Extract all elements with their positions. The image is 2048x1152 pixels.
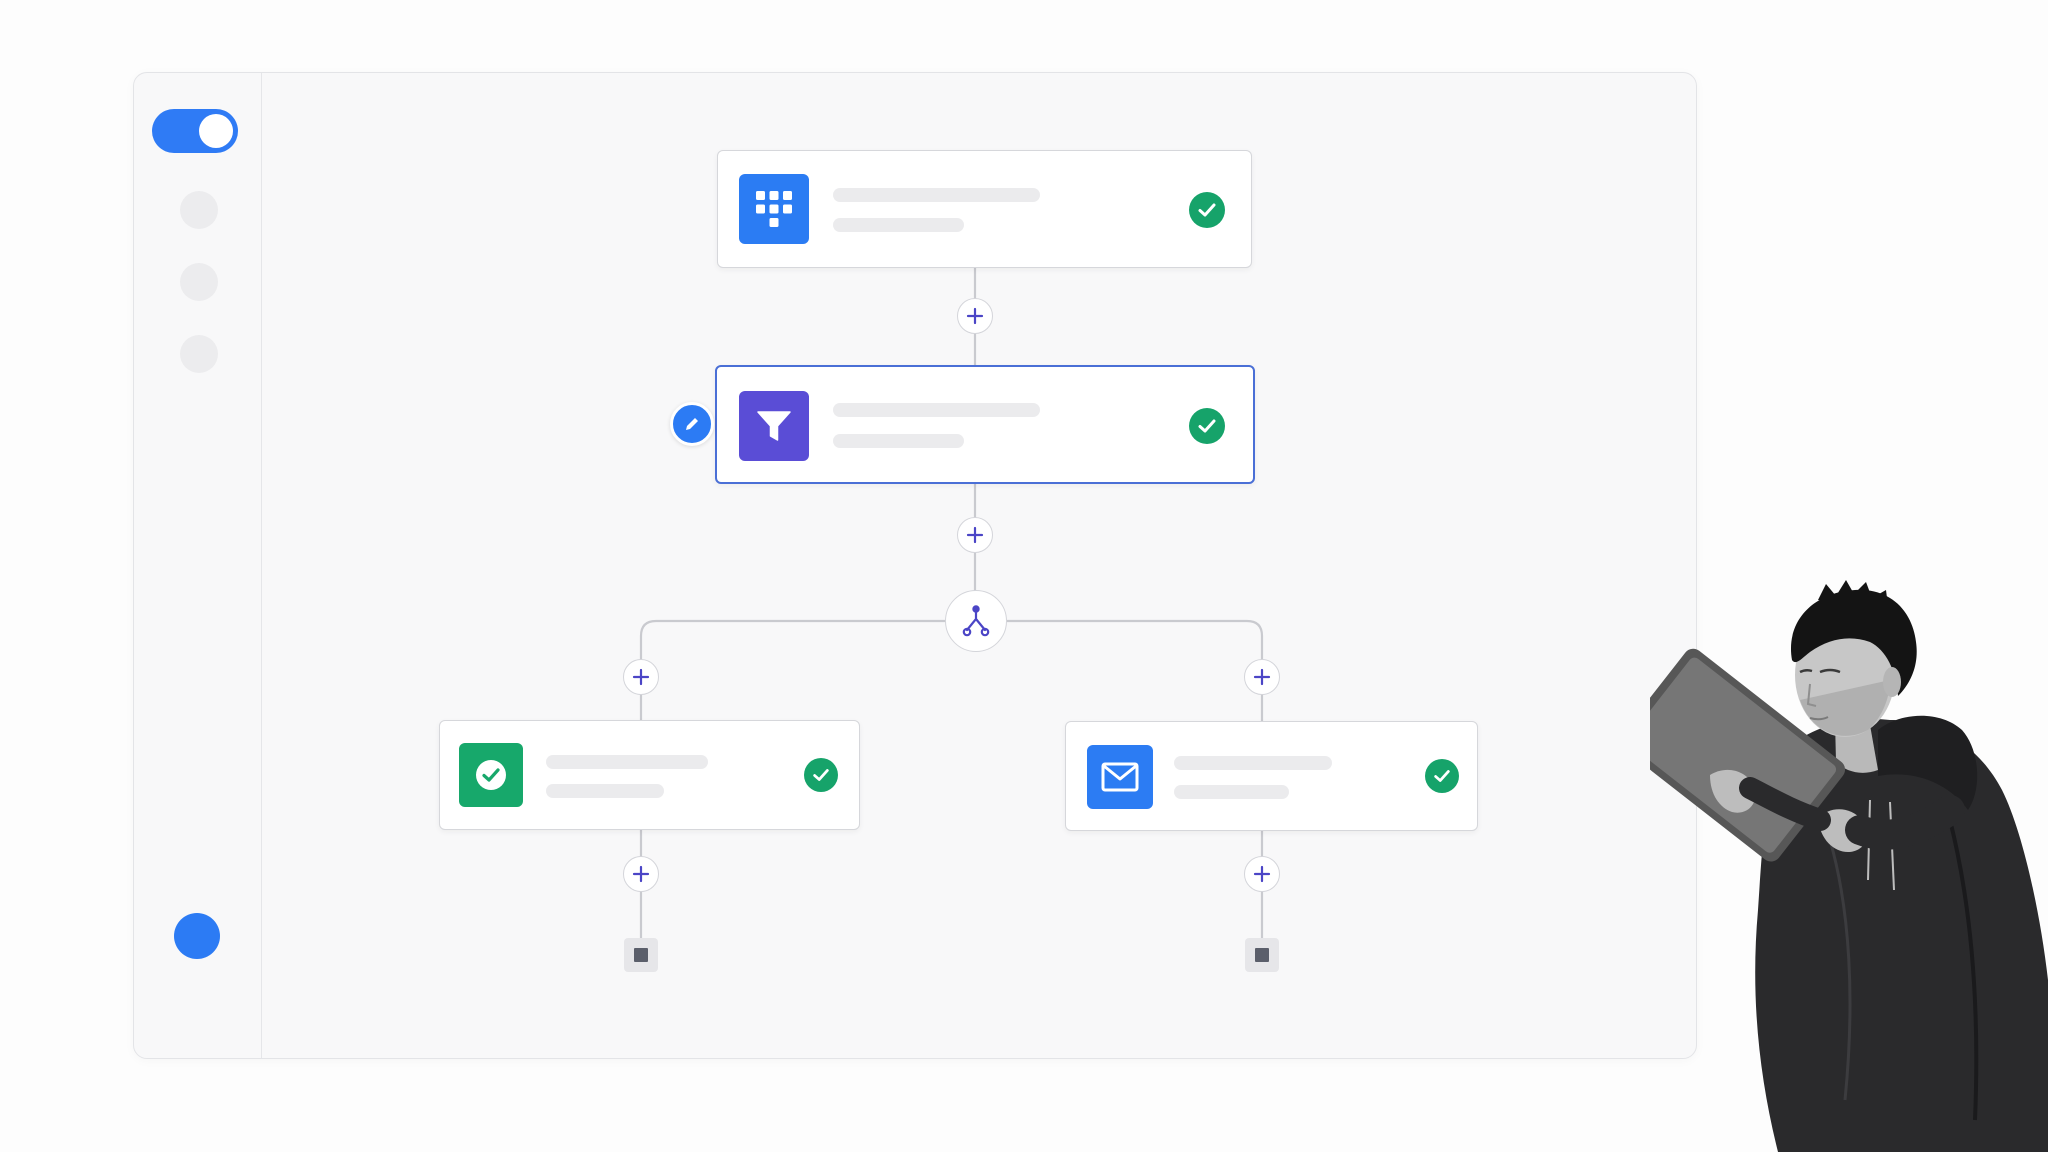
sidebar: [134, 73, 262, 1058]
person-with-tablet-illustration: [1650, 580, 2048, 1152]
toggle-knob: [199, 114, 233, 148]
plus-icon: [632, 865, 650, 883]
step-subtitle-placeholder: [546, 784, 664, 798]
avatar[interactable]: [174, 913, 220, 959]
check-circle-icon: [1189, 408, 1225, 444]
check-circle-icon: [804, 758, 838, 792]
workflow-step-email[interactable]: [1065, 721, 1478, 831]
pencil-icon: [686, 418, 698, 430]
workflow-step-approve[interactable]: [439, 720, 860, 830]
step-subtitle-placeholder: [833, 434, 964, 448]
step-subtitle-placeholder: [1174, 785, 1289, 799]
stop-icon: [634, 948, 648, 962]
step-title-placeholder: [833, 403, 1040, 417]
plus-icon: [1253, 668, 1271, 686]
funnel-icon: [739, 391, 809, 461]
add-step-button[interactable]: [957, 517, 993, 553]
plus-icon: [632, 668, 650, 686]
add-step-button-right-end[interactable]: [1244, 856, 1280, 892]
workflow-step-filter[interactable]: [715, 365, 1255, 484]
step-title-placeholder: [833, 188, 1040, 202]
branch-split-icon: [962, 605, 990, 637]
mail-icon: [1087, 745, 1153, 809]
workflow-active-toggle[interactable]: [152, 109, 238, 153]
add-step-button-left-branch[interactable]: [623, 659, 659, 695]
step-title-placeholder: [1174, 756, 1332, 770]
workflow-end-left: [624, 938, 658, 972]
grid-apps-icon: [739, 174, 809, 244]
add-step-button[interactable]: [957, 298, 993, 334]
sidebar-nav-item-3[interactable]: [180, 335, 218, 373]
step-title-placeholder: [546, 755, 708, 769]
add-step-button-right-branch[interactable]: [1244, 659, 1280, 695]
check-circle-icon: [1425, 759, 1459, 793]
workflow-step-trigger[interactable]: [717, 150, 1252, 268]
workflow-end-right: [1245, 938, 1279, 972]
step-subtitle-placeholder: [833, 218, 964, 232]
edit-step-button[interactable]: [670, 402, 714, 446]
stop-icon: [1255, 948, 1269, 962]
plus-icon: [1253, 865, 1271, 883]
sidebar-nav-item-1[interactable]: [180, 191, 218, 229]
check-circle-icon: [1189, 192, 1225, 228]
check-circle-icon: [459, 743, 523, 807]
sidebar-nav-item-2[interactable]: [180, 263, 218, 301]
branch-node[interactable]: [945, 590, 1007, 652]
plus-icon: [966, 307, 984, 325]
add-step-button-left-end[interactable]: [623, 856, 659, 892]
plus-icon: [966, 526, 984, 544]
